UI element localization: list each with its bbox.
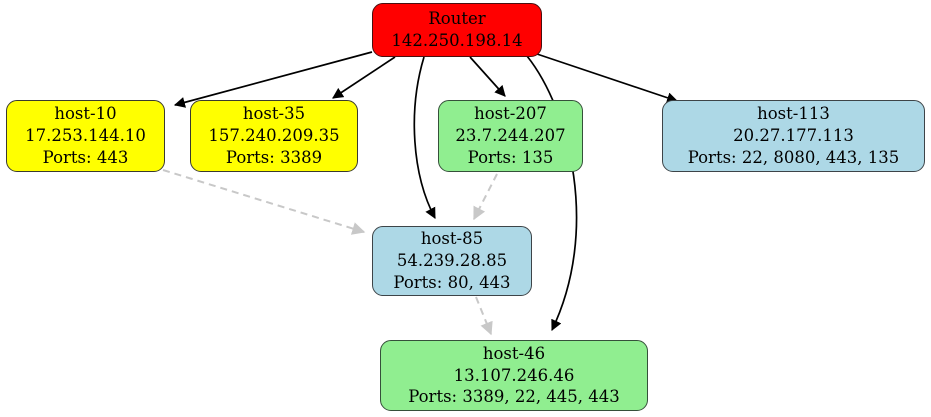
node-host-113-name: host-113 [757,104,830,124]
node-host-207-ip: 23.7.244.207 [455,126,566,146]
node-host-85-name: host-85 [420,229,484,249]
node-host-85-ip: 54.239.28.85 [396,251,508,271]
edge-router-to-host-207 [469,56,506,97]
node-host-207-name: host-207 [474,104,547,124]
node-router[interactable]: Router 142.250.198.14 [372,3,542,57]
edge-router-to-host-113 [533,52,679,104]
node-host-35-ip: 157.240.209.35 [208,126,340,146]
node-host-10-name: host-10 [54,104,117,124]
node-host-35[interactable]: host-35 157.240.209.35 Ports: 3389 [190,100,358,172]
node-host-46-name: host-46 [482,343,546,363]
node-host-207-ports: Ports: 135 [467,147,554,167]
edge-router-to-host-10 [173,51,373,108]
node-host-85[interactable]: host-85 54.239.28.85 Ports: 80, 443 [372,226,532,296]
node-host-35-ports: Ports: 3389 [225,147,323,167]
node-host-113-ports: Ports: 22, 8080, 443, 135 [687,147,900,167]
node-host-46[interactable]: host-46 13.107.246.46 Ports: 3389, 22, 4… [380,340,648,411]
edge-host-85-to-host-46 [475,296,493,336]
node-host-10[interactable]: host-10 17.253.144.10 Ports: 443 [6,100,165,172]
edge-host-207-to-host-85 [473,173,498,221]
node-router-name: Router [428,9,486,29]
edge-router-to-host-85 [413,56,436,219]
node-host-207[interactable]: host-207 23.7.244.207 Ports: 135 [438,100,583,172]
node-host-46-ports: Ports: 3389, 22, 445, 443 [408,387,620,407]
node-host-46-ip: 13.107.246.46 [453,365,575,385]
node-host-35-name: host-35 [242,104,306,124]
node-host-10-ports: Ports: 443 [42,147,129,167]
edge-router-to-host-46 [526,55,578,331]
edge-host-10-to-host-85 [162,169,366,235]
node-host-85-ports: Ports: 80, 443 [393,272,511,292]
node-host-10-ip: 17.253.144.10 [25,126,146,146]
node-host-113[interactable]: host-113 20.27.177.113 Ports: 22, 8080, … [662,100,925,172]
edge-router-to-host-35 [332,56,396,99]
node-host-113-ip: 20.27.177.113 [733,126,854,146]
node-router-ip: 142.250.198.14 [391,31,523,50]
